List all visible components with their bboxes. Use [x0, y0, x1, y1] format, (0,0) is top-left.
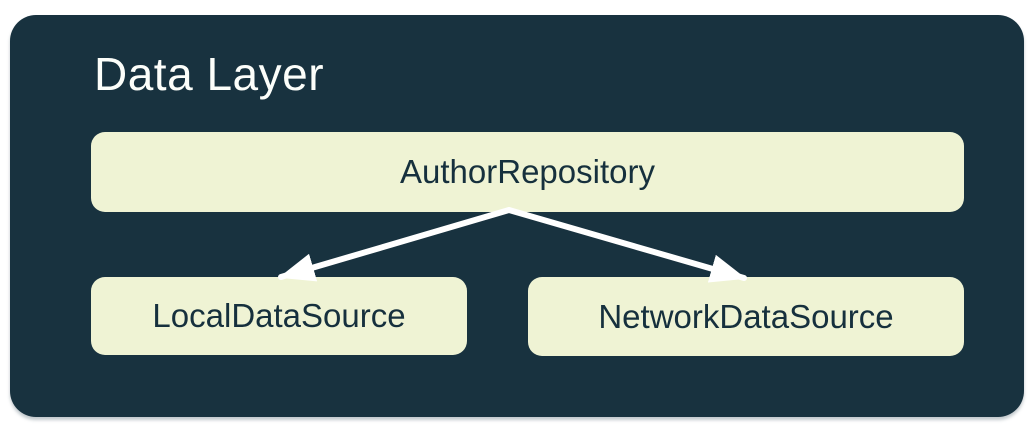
node-author-repository: AuthorRepository: [91, 132, 964, 212]
node-network-data-source-label: NetworkDataSource: [598, 297, 894, 335]
node-author-repository-label: AuthorRepository: [400, 153, 655, 190]
node-network-data-source: NetworkDataSource: [528, 277, 964, 356]
node-local-data-source-label: LocalDataSource: [152, 297, 406, 334]
node-local-data-source: LocalDataSource: [91, 277, 467, 355]
data-layer-container: Data Layer AuthorRepository LocalDataSou…: [10, 15, 1024, 417]
diagram-title: Data Layer: [94, 48, 325, 100]
